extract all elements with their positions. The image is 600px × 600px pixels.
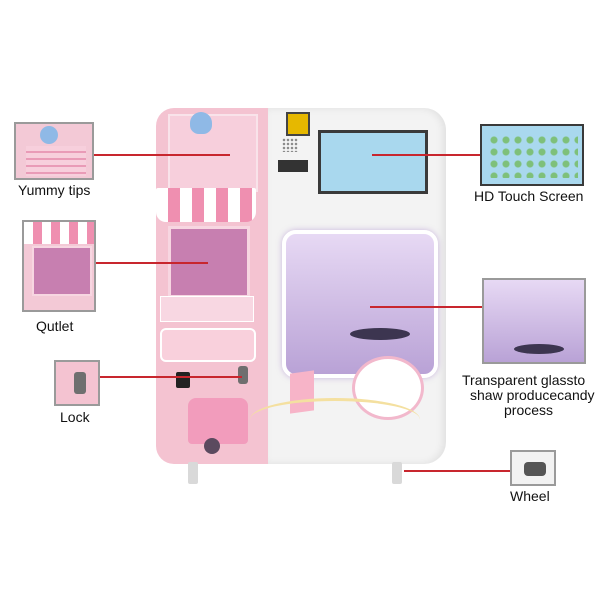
hd-touch-screen-leader bbox=[372, 154, 480, 156]
qutlet-leader bbox=[96, 262, 208, 264]
foot-left bbox=[188, 462, 198, 484]
wheel-icon bbox=[524, 462, 546, 476]
lock-knob[interactable] bbox=[238, 366, 248, 384]
tips-poster bbox=[168, 114, 258, 192]
qutlet-label: Qutlet bbox=[36, 318, 74, 334]
glass-leader bbox=[370, 306, 482, 308]
qr-reader bbox=[286, 112, 310, 136]
glass-thumbnail bbox=[482, 278, 586, 364]
hd-touch-screen-thumbnail bbox=[480, 124, 584, 186]
glass-chamber bbox=[282, 230, 438, 378]
transparent-glass-label-line2: shaw producecandy bbox=[470, 387, 595, 403]
lock-leader bbox=[100, 376, 242, 378]
yummy-tips-leader bbox=[94, 154, 230, 156]
speaker-grille bbox=[282, 138, 298, 152]
lock-icon bbox=[74, 372, 86, 394]
yummy-tips-thumbnail bbox=[14, 122, 94, 180]
transparent-glass-label-line3: process bbox=[504, 402, 554, 418]
transparent-glass-label-line1: Transparent glassto bbox=[462, 372, 586, 388]
wheel-label: Wheel bbox=[510, 488, 550, 504]
hd-touch-screen-label: HD Touch Screen bbox=[474, 188, 584, 204]
spinner-bowl bbox=[350, 328, 410, 340]
wheel-leader bbox=[404, 470, 510, 472]
cart-wheel bbox=[204, 438, 220, 454]
yummy-tips-label: Yummy tips bbox=[18, 182, 91, 198]
floor-arc bbox=[250, 398, 420, 441]
candy-sign bbox=[160, 328, 256, 362]
lock-thumbnail bbox=[54, 360, 100, 406]
lock-slot bbox=[176, 372, 190, 388]
awning bbox=[156, 188, 256, 222]
cart-graphic bbox=[188, 398, 248, 444]
foot-right bbox=[392, 462, 402, 484]
touch-screen[interactable] bbox=[318, 130, 428, 194]
outlet-sign bbox=[160, 296, 254, 322]
lock-label: Lock bbox=[60, 409, 90, 425]
qutlet-thumbnail bbox=[22, 220, 96, 312]
bill-slot bbox=[278, 160, 308, 172]
mascot bbox=[190, 112, 212, 134]
wheel-thumbnail bbox=[510, 450, 556, 486]
